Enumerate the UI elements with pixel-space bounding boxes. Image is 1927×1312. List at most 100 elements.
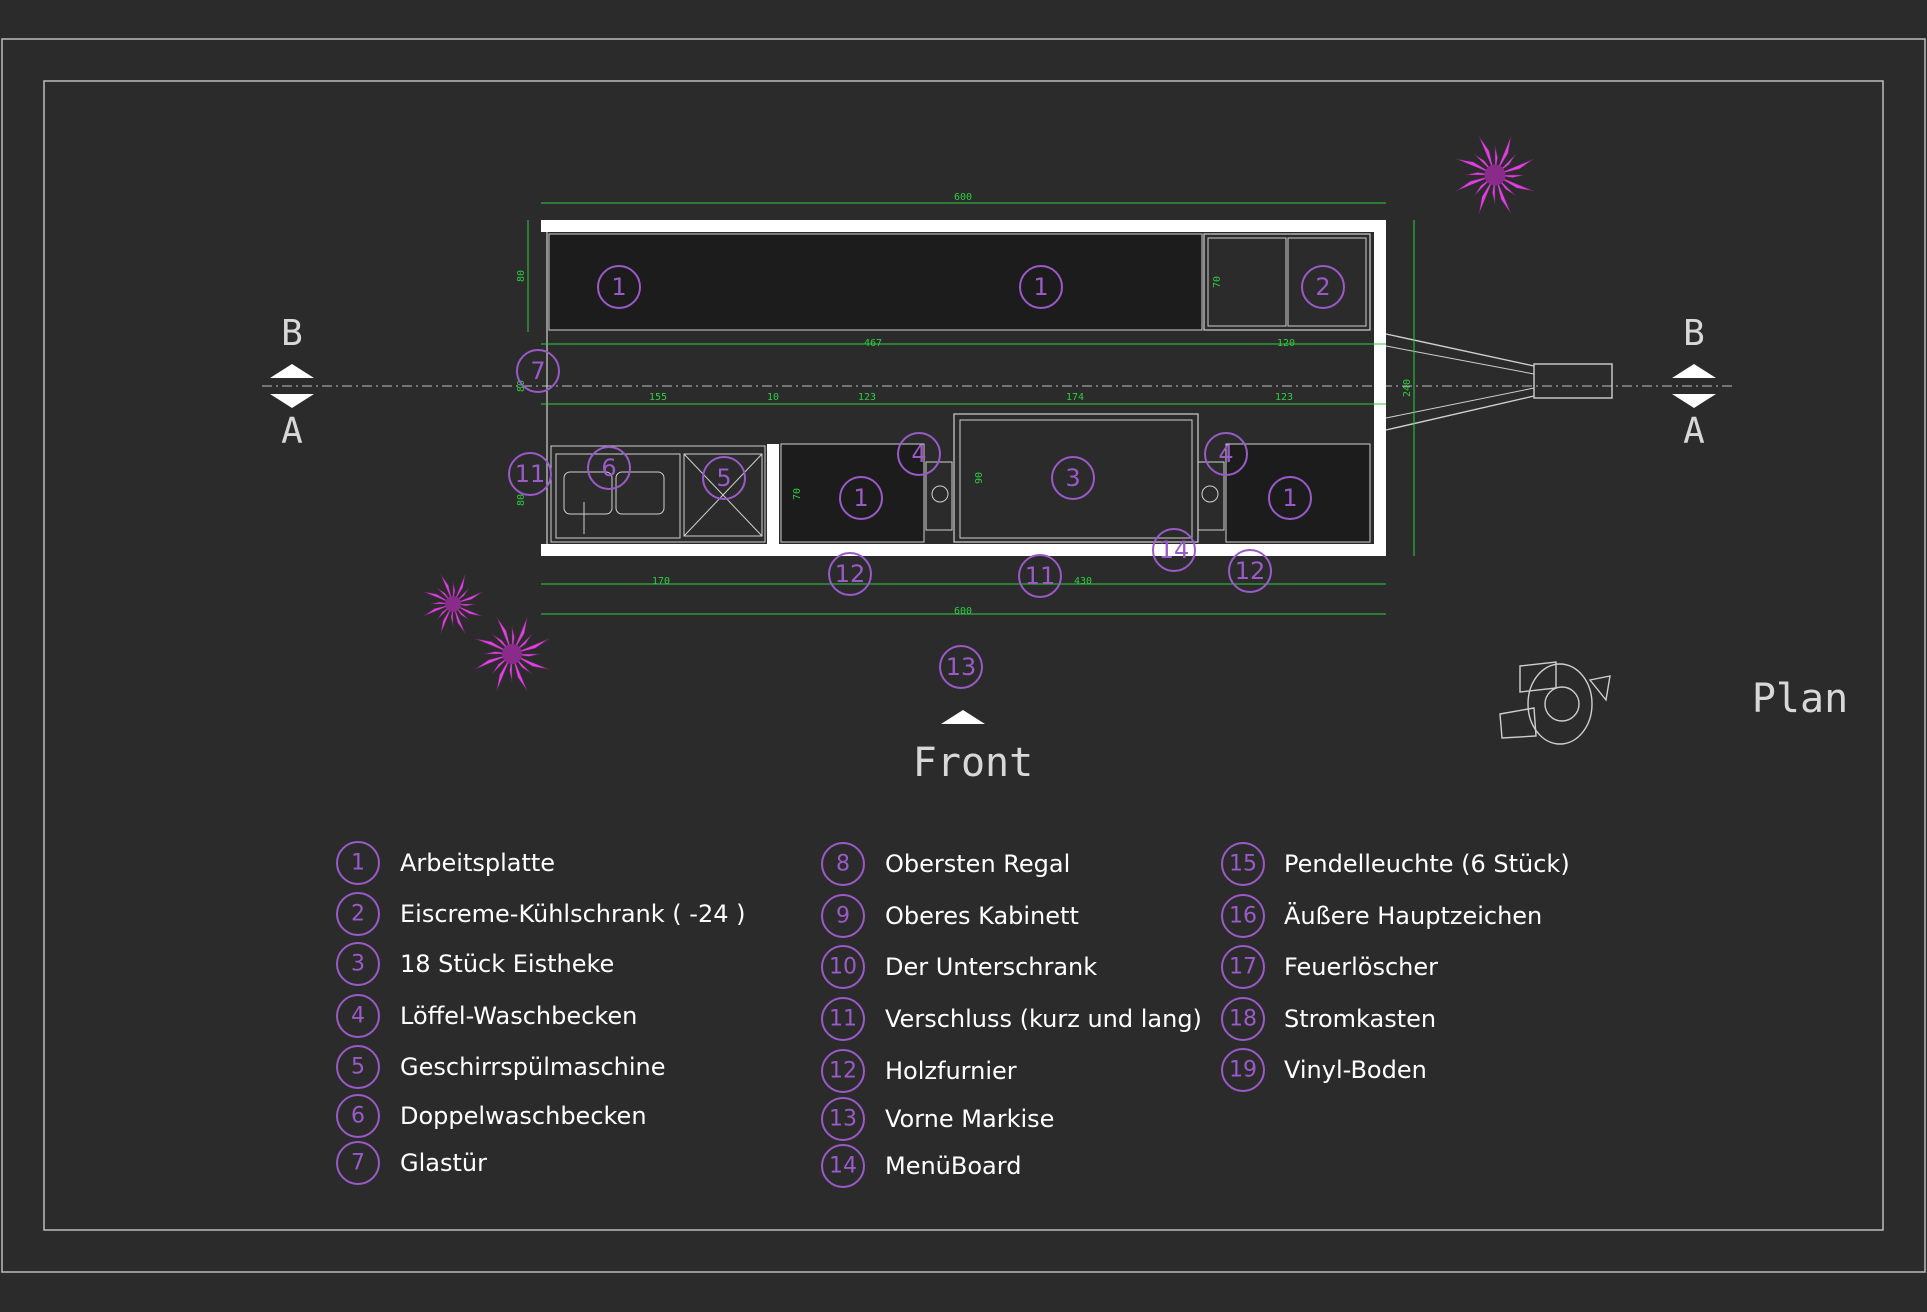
- legend-item: 6 Doppelwaschbecken: [336, 1094, 647, 1138]
- callout-circle: [839, 476, 883, 520]
- legend-number: 19: [1229, 1058, 1257, 1083]
- callout-circle: [1018, 554, 1062, 598]
- callout-bubble: 12: [1228, 549, 1272, 593]
- legend-label: Doppelwaschbecken: [400, 1102, 647, 1130]
- dim-depth-90: 90: [974, 472, 985, 484]
- callout-number: 6: [601, 454, 616, 482]
- legend-label: Glastür: [400, 1149, 487, 1177]
- partition-wall: [767, 444, 779, 544]
- legend-label: Oberes Kabinett: [885, 902, 1079, 930]
- callout-number: 7: [530, 357, 545, 385]
- arrow-up-icon: [270, 364, 314, 378]
- callout-number: 14: [1159, 536, 1190, 564]
- spoon-sink-right: [1197, 461, 1225, 531]
- arrow-down-icon: [270, 394, 314, 408]
- callout-bubble: 14: [1152, 528, 1196, 572]
- inner-frame: [43, 80, 1884, 1231]
- dim-seg-123a: 123: [858, 392, 876, 403]
- legend-label: Eiscreme-Kühlschrank ( -24 ): [400, 900, 745, 928]
- trailer-body: [541, 220, 1386, 556]
- dim-seg-170: 170: [652, 576, 670, 587]
- callout-bubble: 1: [1268, 476, 1312, 520]
- plant-icons: [423, 136, 1534, 692]
- legend-number: 12: [829, 1059, 857, 1084]
- callout-bubble: 4: [897, 432, 941, 476]
- front-arrow-icon: [941, 710, 985, 724]
- section-label-a-left: A: [281, 411, 303, 452]
- legend-label: Holzfurnier: [885, 1057, 1017, 1085]
- wall-top: [541, 220, 1386, 232]
- callout-number: 11: [1025, 562, 1056, 590]
- callout-circle: [897, 432, 941, 476]
- drawing-title: Plan: [1752, 676, 1848, 722]
- callout-circle: [597, 265, 641, 309]
- legend-circle: [1221, 842, 1265, 886]
- legend-circle: [336, 892, 380, 936]
- legend-number: 8: [836, 852, 850, 877]
- callout-bubble: 13: [939, 645, 983, 689]
- wall-right: [1374, 220, 1386, 556]
- legend-number: 1: [351, 851, 365, 876]
- legend-circle: [821, 842, 865, 886]
- legend-circle: [821, 1097, 865, 1141]
- drain-icon: [1201, 485, 1219, 503]
- legend-circle: [1221, 945, 1265, 989]
- legend-number: 9: [836, 904, 850, 929]
- legend-circle: [821, 945, 865, 989]
- freezer-door-right: [1287, 237, 1367, 327]
- dim-left-depth: 80: [516, 270, 527, 282]
- section-label-b-right: B: [1683, 313, 1705, 354]
- person-icon: [1499, 661, 1611, 745]
- dim-depth-80-low: 80: [516, 494, 527, 506]
- legend-number: 13: [829, 1107, 857, 1132]
- dim-top-total: 600: [954, 192, 972, 203]
- legend-number: 6: [351, 1104, 365, 1129]
- legend-circle: [821, 1144, 865, 1188]
- legend-label: Stromkasten: [1284, 1005, 1436, 1033]
- plant-icon: [474, 616, 550, 692]
- dim-depth-70-low: 70: [792, 488, 803, 500]
- plant-icon: [423, 574, 483, 634]
- callout-circle: [587, 446, 631, 490]
- hitch-box: [1533, 363, 1613, 399]
- callout-bubble: 3: [1051, 456, 1095, 500]
- front-label: Front: [913, 740, 1033, 786]
- legend-number: 10: [829, 955, 857, 980]
- legend-circle: [821, 894, 865, 938]
- tow-bar: [1385, 333, 1613, 431]
- dishwasher-cross: [683, 453, 763, 537]
- callout-number: 3: [1065, 464, 1080, 492]
- double-sink: [555, 453, 681, 539]
- callout-circle: [702, 456, 746, 500]
- callout-circle: [1204, 432, 1248, 476]
- legend-item: 3 18 Stück Eistheke: [336, 942, 614, 986]
- dim-width-240: 240: [1402, 379, 1413, 397]
- legend-item: 12 Holzfurnier: [821, 1049, 1017, 1093]
- legend-label: Löffel-Waschbecken: [400, 1002, 637, 1030]
- callout-bubble: 7: [516, 349, 560, 393]
- callout-number: 1: [853, 484, 868, 512]
- top-counter: [548, 233, 1371, 331]
- legend-label: 18 Stück Eistheke: [400, 950, 614, 978]
- legend-label: Verschluss (kurz und lang): [885, 1005, 1202, 1033]
- callout-circle: [1152, 528, 1196, 572]
- legend-label: Feuerlöscher: [1284, 953, 1438, 981]
- legend-number: 3: [351, 952, 365, 977]
- legend-circle: [1221, 997, 1265, 1041]
- callout-bubble: 1: [1019, 265, 1063, 309]
- wall-bottom: [541, 544, 1386, 556]
- callout-circle: [516, 349, 560, 393]
- worktop-bottom-right: [1225, 443, 1371, 543]
- legend-item: 9 Oberes Kabinett: [821, 894, 1079, 938]
- callout-number: 12: [1235, 557, 1266, 585]
- legend-circle: [1221, 894, 1265, 938]
